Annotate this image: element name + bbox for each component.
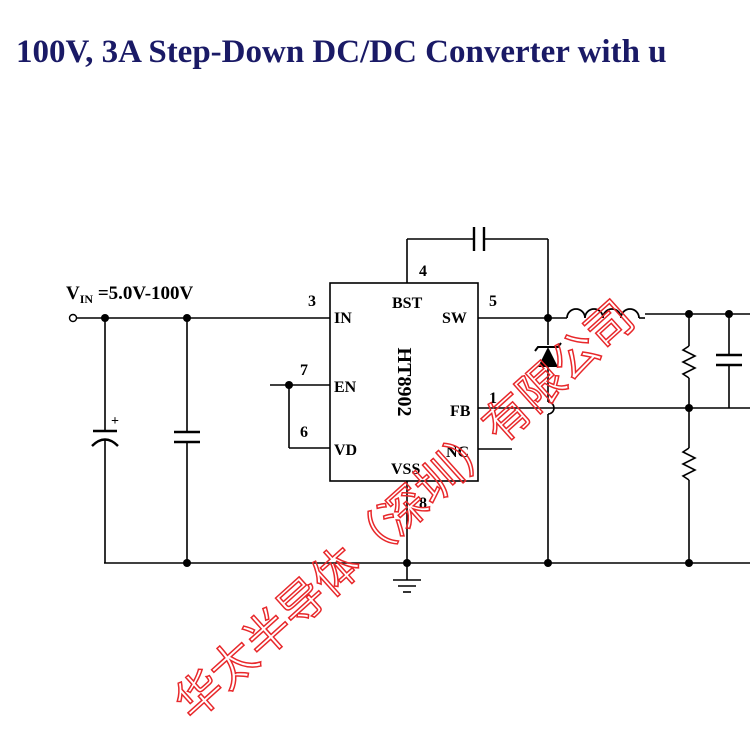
feedback-resistor-lower: [681, 408, 697, 567]
vin-label: VIN =5.0V-100V: [66, 283, 194, 306]
pin-fb-label: FB: [450, 403, 471, 420]
pin-number-fb: 1: [489, 390, 497, 407]
feedback-resistor-upper: [681, 314, 697, 408]
pin-in-label: IN: [334, 310, 352, 327]
vin-input-line: [68, 313, 330, 323]
en-vd-tie-wire: [270, 381, 330, 449]
chip-part-number: HT8902: [393, 348, 415, 417]
bootstrap-capacitor: [406, 227, 549, 318]
pin-vd-label: VD: [334, 442, 357, 459]
output-rail: [645, 310, 750, 318]
pin-number-vd: 6: [300, 424, 308, 441]
diagram-title: 100V, 3A Step-Down DC/DC Converter with …: [16, 34, 667, 70]
pin-number-en: 7: [300, 362, 308, 379]
pin-nc-label: NC: [446, 444, 469, 461]
pin-number-sw: 5: [489, 293, 497, 310]
pin-sw-label: SW: [442, 310, 467, 327]
pin-bst-label: BST: [392, 295, 423, 312]
pin-number-in: 3: [308, 293, 316, 310]
input-electrolytic-capacitor: [91, 318, 119, 564]
pin-en-label: EN: [334, 379, 357, 396]
ground-symbol: [393, 481, 421, 593]
feedforward-capacitor: [716, 314, 742, 408]
pin-vss-label: VSS: [391, 461, 420, 478]
pin-number-bst: 4: [419, 263, 427, 280]
pin-number-vss: 8: [419, 495, 427, 512]
inductor: [566, 308, 645, 319]
input-capacitor: [174, 318, 200, 567]
sw-node: [478, 314, 567, 322]
polarity-plus: +: [111, 414, 119, 429]
chip-body: [329, 282, 479, 482]
